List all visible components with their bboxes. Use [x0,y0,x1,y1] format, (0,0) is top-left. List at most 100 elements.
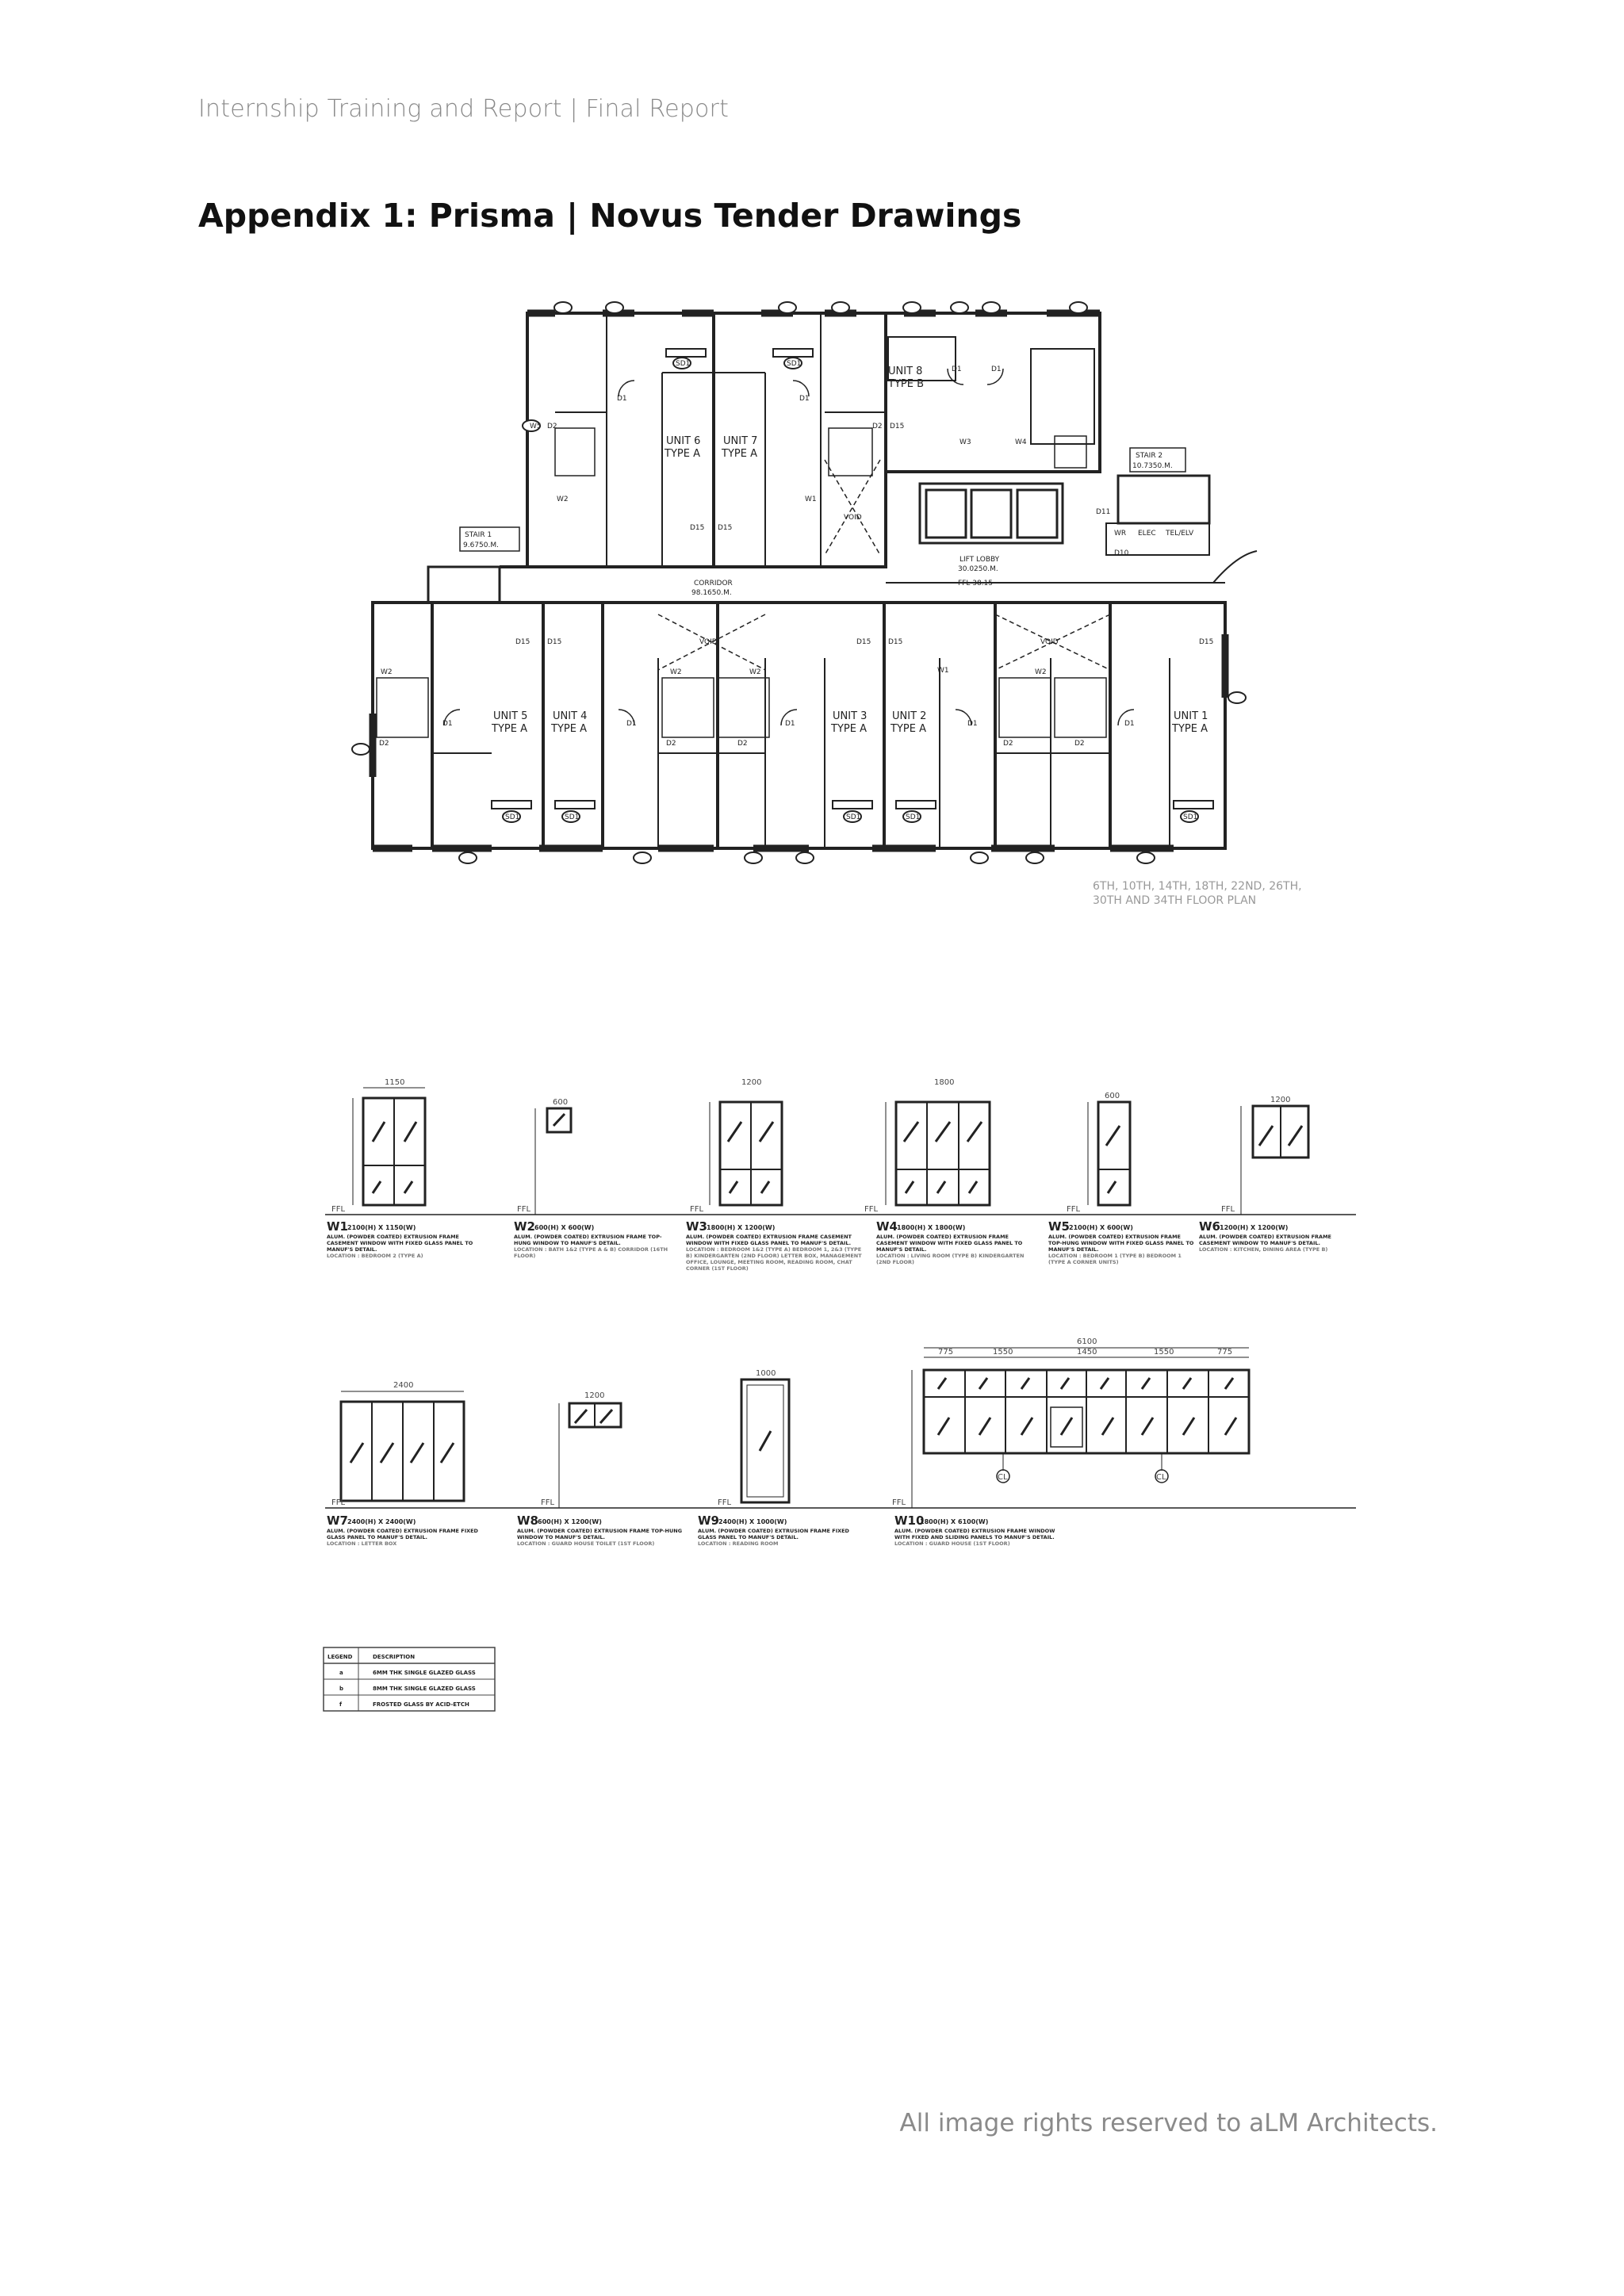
w10-size: 1800(H) X 6100(W) [920,1518,988,1525]
floor-plan-labels: UNIT 6 TYPE A UNIT 7 TYPE A UNIT 8 TYPE … [379,360,1302,907]
w2-size: 600(H) X 600(W) [534,1224,594,1231]
w5-desc: ALUM. (POWDER COATED) EXTRUSION FRAME TO… [1048,1234,1194,1253]
w10-id: W10 [894,1513,924,1528]
image-rights-footer: All image rights reserved to aLM Archite… [899,2109,1438,2137]
ffl-w3: FFL [690,1205,704,1214]
unit-3-type: TYPE A [830,723,867,735]
room-elec: ELEC [1138,530,1156,538]
ffl-w4: FFL [864,1205,879,1214]
tag-d2-c: D2 [379,740,389,748]
legend-row-1-desc: 6MM THK SINGLE GLAZED GLASS [373,1670,476,1676]
tag-d15-g: D15 [888,638,902,646]
w6-location: LOCATION : KITCHEN, DINING AREA (TYPE B) [1199,1246,1328,1253]
tag-w1-a: W1 [805,496,817,503]
tag-w3-a: W3 [959,438,971,446]
ffl-w2: FFL [517,1205,531,1214]
w7-width: 2400 [393,1381,413,1390]
tag-w5-a: W5 [530,423,542,430]
unit-1-type: TYPE A [1171,723,1208,735]
w8-size: 600(H) X 1200(W) [538,1518,602,1525]
w2-desc: ALUM. (POWDER COATED) EXTRUSION FRAME TO… [514,1234,662,1246]
w2-location: LOCATION : BATH 1&2 (TYPE A & B) CORRIDO… [514,1246,668,1259]
void-label-upper: VOID [844,514,862,522]
ffl-w7: FFL [331,1498,346,1507]
legend-row-3-desc: FROSTED GLASS BY ACID-ETCH [373,1701,469,1708]
w5-id: W5 [1048,1219,1070,1234]
floor-plan [351,301,1258,864]
w8-desc: ALUM. (POWDER COATED) EXTRUSION FRAME TO… [517,1528,683,1540]
window-labels-row-1: 1150 600 1200 1800 600 1200 FFL FFL FFL … [327,1078,1331,1272]
unit-2-type: TYPE A [890,723,926,735]
stair-2-level: 10.7350.M. [1132,462,1173,470]
w9-id: W9 [698,1513,719,1528]
tag-sd1-c: SD1 [505,813,519,821]
w8-location: LOCATION : GUARD HOUSE TOILET (1ST FLOOR… [517,1540,655,1547]
lift-lobby-area: 30.0250.M. [958,565,998,573]
tag-sd1-f: SD1 [906,813,920,821]
w1-desc: ALUM. (POWDER COATED) EXTRUSION FRAME CA… [327,1234,473,1253]
tag-sd1-e: SD1 [846,813,860,821]
tag-w2-a: W2 [557,496,569,503]
w10-location: LOCATION : GUARD HOUSE (1ST FLOOR) [894,1540,1010,1547]
w3-desc: ALUM. (POWDER COATED) EXTRUSION FRAME CA… [686,1234,852,1246]
tag-d1-c: D1 [442,720,453,728]
w1-width: 1150 [385,1078,404,1087]
corridor-area: 98.1650.M. [691,589,732,597]
tag-d15-h: D15 [1199,638,1213,646]
w6-size: 1200(H) X 1200(W) [1220,1224,1288,1231]
tag-sd1-d: SD1 [565,813,579,821]
ffl-w8: FFL [541,1498,555,1507]
void-label-right: VOID [1040,638,1059,646]
w4-desc: ALUM. (POWDER COATED) EXTRUSION FRAME CA… [876,1234,1023,1253]
stair-2-name: STAIR 2 [1136,452,1162,460]
tag-d2-d: D2 [666,740,676,748]
tag-d2-b: D2 [872,423,883,430]
plan-title-line-2: 30TH AND 34TH FLOOR PLAN [1093,894,1256,907]
w10-desc: ALUM. (POWDER COATED) EXTRUSION FRAME WI… [894,1528,1055,1540]
cl-right: CL [1156,1473,1166,1482]
ffl-w10: FFL [892,1498,906,1507]
tag-d1-b: D1 [799,395,810,403]
tag-d1-f: D1 [967,720,978,728]
tag-w2-b: W2 [381,668,393,676]
w9-location: LOCATION : READING ROOM [698,1540,779,1547]
tag-w2-e: W2 [1035,668,1047,676]
w10-dim-1: 775 [938,1348,953,1357]
tag-d1-d: D1 [626,720,637,728]
ffl-w5: FFL [1067,1205,1081,1214]
unit-8-type: TYPE B [887,378,924,390]
tag-d1-e: D1 [785,720,795,728]
tag-d10: D10 [1114,549,1129,557]
w5-width: 600 [1105,1092,1120,1100]
tag-d2-g: D2 [1074,740,1085,748]
w8-width: 1200 [584,1391,604,1400]
stair-1-level: 9.6750.M. [463,541,499,549]
tag-d1-a: D1 [617,395,627,403]
unit-5-type: TYPE A [491,723,527,735]
tag-d1-g: D1 [1124,720,1135,728]
w4-location: LOCATION : LIVING ROOM (TYPE B) KINDERGA… [876,1253,1025,1265]
tag-d2-a: D2 [547,423,557,430]
w6-id: W6 [1199,1219,1220,1234]
legend-header-desc: DESCRIPTION [373,1654,415,1660]
w5-size: 2100(H) X 600(W) [1069,1224,1133,1231]
stair-1-name: STAIR 1 [465,531,492,539]
legend-row-1-key: a [339,1670,343,1676]
tag-d15-c: D15 [890,423,904,430]
unit-3-name: UNIT 3 [833,710,867,722]
corridor-name: CORRIDOR [694,580,733,587]
w10-dim-4: 1550 [1154,1348,1174,1357]
w9-desc: ALUM. (POWDER COATED) EXTRUSION FRAME FI… [698,1528,849,1540]
tag-d15-a: D15 [690,524,704,532]
tag-d2-f: D2 [1003,740,1013,748]
w4-id: W4 [876,1219,898,1234]
w1-id: W1 [327,1219,348,1234]
unit-4-type: TYPE A [550,723,587,735]
tag-w1-b: W1 [937,667,949,675]
tag-sd1-b: SD1 [787,360,801,368]
w3-size: 1800(H) X 1200(W) [707,1224,775,1231]
w4-width: 1800 [934,1078,954,1087]
w2-id: W2 [514,1219,535,1234]
unit-5-name: UNIT 5 [493,710,527,722]
